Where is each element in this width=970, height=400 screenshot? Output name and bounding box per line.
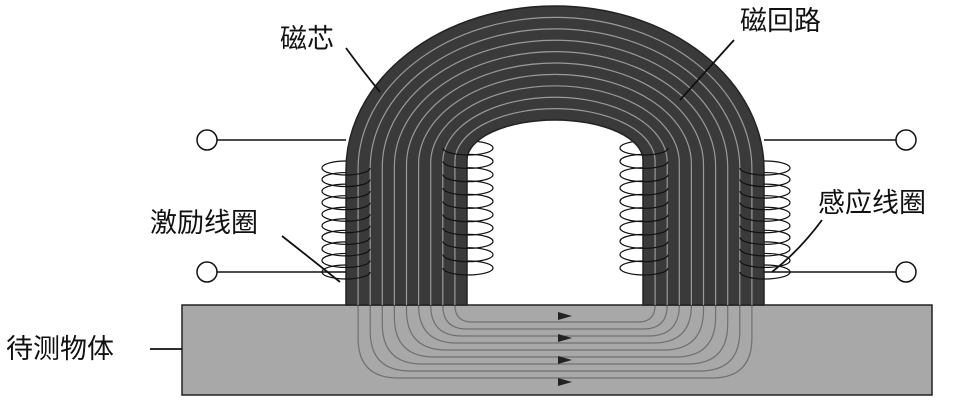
label-induction-coil: 感应线圈: [818, 188, 926, 219]
flux-arrows: [558, 312, 572, 386]
excitation-coil-inner-front-turn: [442, 241, 494, 249]
object-flux-line: [393, 305, 717, 358]
excitation-terminal-bottom: [196, 261, 218, 283]
excitation-coil-outer-front-turn: [321, 167, 371, 176]
core-flux-line: [381, 39, 729, 305]
excitation-coil-terminals: [196, 129, 346, 283]
core-flux-line: [393, 51, 717, 305]
excitation-coil-outer-front-turn: [321, 190, 371, 199]
excitation-coil-inner-front-turn: [442, 187, 494, 196]
excitation-coil-inner-front-turn: [442, 161, 494, 169]
induction-coil-outer-front-turn: [739, 190, 791, 199]
induction-coil-outer-front-turn: [739, 271, 791, 280]
object-flux-line: [381, 305, 729, 365]
flux-arrow: [558, 356, 572, 364]
induction-coil-outer-front-turn: [739, 179, 791, 188]
flux-arrow: [558, 334, 572, 342]
core-flux-line: [357, 16, 753, 305]
coil-front-turns: [321, 147, 791, 280]
leader-core: [345, 47, 381, 93]
leader-excitation-coil: [281, 235, 341, 283]
object-flux-line: [430, 304, 680, 337]
induction-coil-outer-front-turn: [739, 214, 791, 222]
excitation-coil-inner-front-turn: [442, 267, 494, 276]
label-test-object: 待测物体: [6, 334, 114, 365]
excitation-coil-inner-front-turn: [442, 201, 494, 209]
core-flux-line: [430, 85, 680, 305]
excitation-coil-outer-front-turn: [321, 214, 371, 222]
induction-coil-inner-front-turn: [619, 147, 669, 156]
object-flux-lines: [357, 304, 753, 379]
core-flux-line: [369, 28, 741, 305]
leader-magnetic-circuit: [679, 39, 735, 101]
object-flux-line: [369, 305, 741, 372]
object-flux-line: [418, 304, 692, 344]
induction-coil-inner-front-turn: [619, 267, 669, 276]
excitation-coil-outer-front-turn: [321, 248, 371, 257]
leader-lines: [150, 39, 823, 350]
induction-coil-inner-front-turn: [619, 201, 669, 209]
induction-terminal-top: [895, 129, 917, 151]
induction-coil-inner-front-turn: [619, 161, 669, 169]
induction-coil-outer-front-turn: [739, 248, 791, 257]
induction-coil-inner-front-turn: [619, 254, 669, 263]
excitation-coil-inner-front-turn: [442, 227, 494, 236]
label-magnetic-circuit: 磁回路: [740, 6, 821, 37]
object-flux-line: [454, 304, 656, 323]
excitation-coil-inner-front-turn: [442, 147, 494, 156]
induction-coil-terminals: [764, 129, 917, 283]
core-flux-line: [442, 96, 668, 305]
magnetic-core: [345, 5, 765, 306]
excitation-terminal-top: [196, 129, 218, 151]
object-flux-line: [442, 304, 668, 330]
induction-coil-outer-front-turn: [739, 237, 791, 245]
induction-coil-outer-front-turn: [739, 167, 791, 176]
core-flux-lines: [357, 16, 753, 305]
object-flux-line: [405, 305, 705, 351]
induction-coil-inner-front-turn: [619, 187, 669, 196]
core-flux-line: [405, 62, 705, 305]
induction-coil-outer-front-turn: [739, 202, 791, 211]
induction-coil-inner-front-turn: [619, 174, 669, 183]
label-excitation-coil: 激励线圈: [150, 208, 258, 239]
label-core: 磁芯: [280, 24, 334, 55]
core-flux-line: [418, 73, 692, 305]
leader-induction-coil: [771, 219, 823, 273]
excitation-coil-outer-front-turn: [321, 179, 371, 188]
induction-terminal-bottom: [895, 261, 917, 283]
excitation-coil-outer-front-turn: [321, 225, 371, 234]
excitation-coil-outer-front-turn: [321, 237, 371, 245]
induction-coil-inner-front-turn: [619, 241, 669, 249]
excitation-coil-outer-front-turn: [321, 202, 371, 211]
excitation-coil-inner-front-turn: [442, 214, 494, 223]
core-flux-line: [454, 108, 656, 305]
excitation-coil-outer-front-turn: [321, 260, 371, 269]
excitation-coil-outer-front-turn: [321, 271, 371, 280]
flux-arrow: [558, 378, 572, 386]
induction-coil-inner-front-turn: [619, 227, 669, 236]
induction-coil-outer-front-turn: [739, 225, 791, 234]
flux-arrow: [558, 312, 572, 320]
induction-coil-inner-front-turn: [619, 214, 669, 223]
excitation-coil-inner-front-turn: [442, 254, 494, 263]
induction-coil-outer-front-turn: [739, 260, 791, 269]
object-flux-line: [357, 305, 753, 379]
excitation-coil-inner-front-turn: [442, 174, 494, 183]
